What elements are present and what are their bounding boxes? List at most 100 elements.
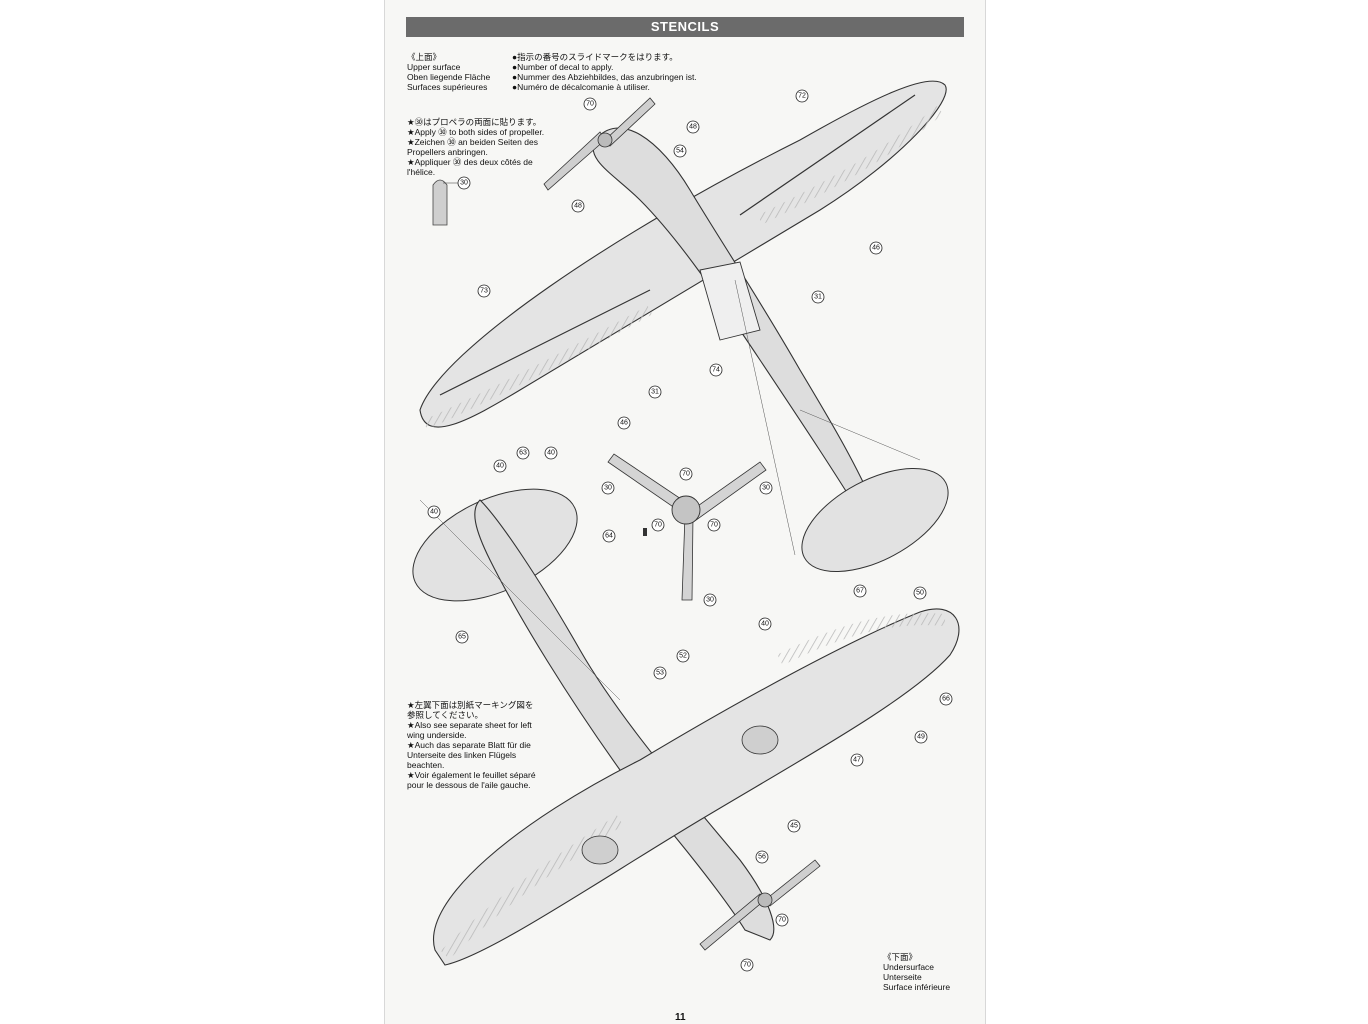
callout-number: 46 <box>620 420 628 427</box>
under-jp-label: 《下面》 <box>883 952 918 962</box>
canopy <box>699 261 761 341</box>
decal-callout: 72 <box>795 89 809 103</box>
decal-callout: 66 <box>939 692 953 706</box>
callout-number: 74 <box>712 367 720 374</box>
decal-note-de: ●Nummer des Abziehbildes, das anzubringe… <box>512 72 697 82</box>
spinner <box>597 132 613 148</box>
callout-number: 40 <box>761 621 769 628</box>
decal-callout: 70 <box>740 958 754 972</box>
callout-number: 52 <box>679 653 687 660</box>
decal-callout: 40 <box>493 459 507 473</box>
decal-callout: 48 <box>686 120 700 134</box>
decal-callout: 70 <box>583 97 597 111</box>
left-wing-note-line: Unterseite des linken Flügels <box>407 750 517 760</box>
decal-note-jp: ●指示の番号のスライドマークをはります。 <box>512 52 678 62</box>
callout-number: 40 <box>496 463 504 470</box>
wheel-well <box>581 835 619 865</box>
callout-number: 49 <box>917 734 925 741</box>
callout-number: 70 <box>710 522 718 529</box>
decal-callout: 46 <box>869 241 883 255</box>
decal-callout: 70 <box>679 467 693 481</box>
callout-number: 66 <box>942 696 950 703</box>
leader-lines <box>419 279 921 701</box>
callout-number: 30 <box>762 485 770 492</box>
left-wing-note-line: ★Voir également le feuillet séparé <box>407 770 536 780</box>
decal-callout: 54 <box>673 144 687 158</box>
decal-callout: 30 <box>759 481 773 495</box>
callout-number: 70 <box>654 522 662 529</box>
under-main-wing <box>432 608 960 966</box>
decal-callout: 56 <box>755 850 769 864</box>
under-fr-label: Surface inférieure <box>883 982 951 992</box>
callout-number: 54 <box>676 148 684 155</box>
decal-callout: 45 <box>787 819 801 833</box>
decal-callout: 70 <box>651 518 665 532</box>
callout-number: 53 <box>656 670 664 677</box>
decal-callout: 40 <box>544 446 558 460</box>
callout-number: 67 <box>856 588 864 595</box>
propeller-blade-sketch <box>432 179 460 226</box>
left-wing-note-line: wing underside. <box>407 730 467 740</box>
propeller-detail <box>607 453 767 601</box>
decal-callout: 73 <box>477 284 491 298</box>
decal-callout: 47 <box>850 753 864 767</box>
callout-number: 47 <box>853 757 861 764</box>
callout-number: 48 <box>574 203 582 210</box>
upper-propeller <box>543 97 656 191</box>
decal-callout: 30 <box>601 481 615 495</box>
callout-number: 70 <box>778 917 786 924</box>
callout-number: 46 <box>872 245 880 252</box>
propeller-note-line: ★Apply ㉚ to both sides of propeller. <box>407 127 545 137</box>
propeller-note-jp: ★㉚はプロペラの両面に貼ります。 <box>407 117 542 127</box>
callout-number: 30 <box>460 180 468 187</box>
callout-number: 45 <box>790 823 798 830</box>
decal-callout: 53 <box>653 666 667 680</box>
callout-number: 70 <box>682 471 690 478</box>
propeller-note-line: ★Appliquer ㉚ des deux côtés de <box>407 157 533 167</box>
spinner <box>671 495 701 525</box>
upper-fr-label: Surfaces supérieures <box>407 82 488 92</box>
callout-number: 63 <box>519 450 527 457</box>
decal-callout: 46 <box>617 416 631 430</box>
decal-callout: 52 <box>676 649 690 663</box>
upper-en-label: Upper surface <box>407 62 461 72</box>
decal-callout: 30 <box>457 176 471 190</box>
left-wing-note-line: ★Also see separate sheet for left <box>407 720 532 730</box>
left-wing-note-jp: 参照してください。 <box>407 710 483 720</box>
propeller-note-line: Propellers anbringen. <box>407 147 488 157</box>
decal-callout: 70 <box>775 913 789 927</box>
decal-note-fr: ●Numéro de décalcomanie à utiliser. <box>512 82 650 92</box>
decal-callout: 40 <box>758 617 772 631</box>
upper-main-wing <box>419 80 947 428</box>
callout-number: 30 <box>604 485 612 492</box>
decal-callout: 48 <box>571 199 585 213</box>
decal-callout: 64 <box>602 529 616 543</box>
propeller-note-line: ★Zeichen ㉚ an beiden Seiten des <box>407 137 538 147</box>
page-number: 11 <box>675 1012 686 1023</box>
decal-callout: 31 <box>648 385 662 399</box>
undersurface-aircraft <box>412 488 960 966</box>
upper-de-label: Oben liegende Fläche <box>407 72 491 82</box>
decal-callout: 70 <box>707 518 721 532</box>
callout-number: 73 <box>480 288 488 295</box>
callout-number: 70 <box>743 962 751 969</box>
left-wing-note-line: ★Auch das separate Blatt für die <box>407 740 531 750</box>
decal-note-en: ●Number of decal to apply. <box>512 62 614 72</box>
decal-callout: 31 <box>811 290 825 304</box>
left-wing-note-jp: ★左翼下面は別紙マーキング図を <box>407 700 534 710</box>
callout-number: 31 <box>814 294 822 301</box>
callout-number: 72 <box>798 93 806 100</box>
callout-number: 64 <box>605 533 613 540</box>
callout-number: 31 <box>651 389 659 396</box>
callout-number: 30 <box>706 597 714 604</box>
wheel-well <box>741 725 779 755</box>
decal-callout: 49 <box>914 730 928 744</box>
page-title: STENCILS <box>406 17 964 37</box>
decal-callout: 67 <box>853 584 867 598</box>
callout-number: 48 <box>689 124 697 131</box>
upper-tailplane <box>801 467 949 573</box>
under-en-label: Undersurface <box>883 962 935 972</box>
upper-surface-aircraft <box>419 80 949 573</box>
